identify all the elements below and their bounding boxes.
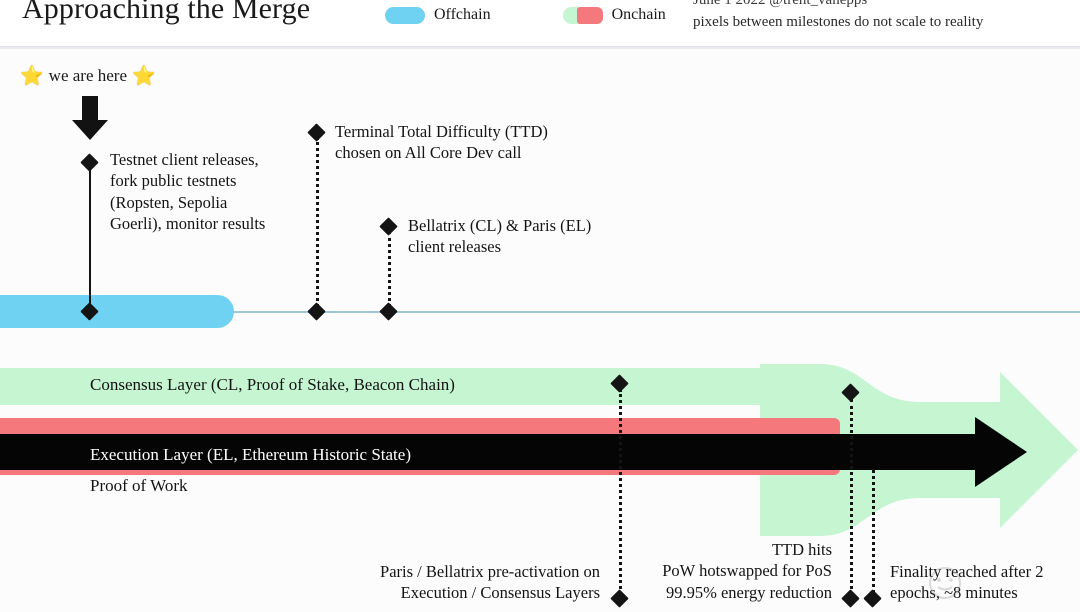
offchain-track — [0, 295, 234, 328]
execution-layer-track — [0, 434, 980, 470]
milestone-finality: Finality reached after 2 epochs, ~8 minu… — [890, 562, 1044, 603]
milestone-ttd-hits: TTD hits PoW hotswapped for PoS 99.95% e… — [662, 540, 832, 602]
credit-date-author: June 1 2022 @trent_vanepps — [693, 0, 868, 8]
star-right-icon: ⭐ — [132, 65, 156, 87]
connector-pre-activation — [619, 389, 622, 601]
diamond-ttd-hits-bottom — [841, 589, 860, 608]
legend-label-offchain: Offchain — [434, 6, 491, 23]
legend-label-onchain: Onchain — [611, 6, 666, 23]
diamond-bellatrix-paris-top — [379, 217, 398, 236]
legend-item-onchain: Onchain — [562, 6, 666, 24]
we-are-here-annotation: ⭐ we are here ⭐ — [20, 66, 156, 86]
timeline-canvas: ⭐ we are here ⭐ Testnet client releases,… — [0, 49, 1080, 612]
legend: Offchain Onchain — [385, 0, 666, 30]
consensus-layer-track — [0, 368, 840, 405]
diamond-ttd-chosen-axis — [307, 302, 326, 321]
onchain-swatch-icon — [562, 6, 603, 24]
milestone-ttd-chosen: Terminal Total Difficulty (TTD) chosen o… — [335, 122, 548, 163]
execution-layer-label: Execution Layer (EL, Ethereum Historic S… — [90, 445, 411, 464]
connector-testnet — [89, 163, 91, 313]
header-divider — [0, 46, 1080, 50]
offchain-swatch-icon — [385, 6, 425, 24]
proof-of-work-label: Proof of Work — [90, 476, 188, 495]
diamond-testnet-top — [80, 153, 99, 172]
connector-finality — [872, 469, 875, 601]
consensus-layer-label: Consensus Layer (CL, Proof of Stake, Bea… — [90, 375, 455, 394]
credit-block: June 1 2022 @trent_vanepps pixels betwee… — [693, 0, 1053, 34]
timeline-axis — [0, 311, 1080, 313]
we-are-here-label: we are here — [48, 66, 127, 85]
star-left-icon: ⭐ — [20, 65, 44, 87]
milestone-bellatrix-paris: Bellatrix (CL) & Paris (EL) client relea… — [408, 216, 592, 257]
diamond-bellatrix-paris-axis — [379, 302, 398, 321]
execution-layer-arrowhead-icon — [975, 417, 1027, 487]
connector-ttd-chosen — [316, 137, 319, 313]
milestone-testnet-client-releases: Testnet client releases, fork public tes… — [110, 150, 266, 234]
credit-note: pixels between milestones do not scale t… — [693, 13, 984, 30]
legend-item-offchain: Offchain — [385, 6, 491, 24]
page-title: Approaching the Merge — [22, 0, 311, 25]
diamond-ttd-chosen-top — [307, 123, 326, 142]
connector-ttd-hits — [850, 399, 853, 601]
header-bar: Approaching the Merge Offchain Onchain J… — [0, 0, 1080, 50]
milestone-pre-activation: Paris / Bellatrix pre-activation on Exec… — [380, 562, 600, 603]
connector-bellatrix-paris — [388, 231, 391, 313]
down-arrow-icon — [72, 96, 108, 140]
diamond-finality-bottom — [863, 589, 882, 608]
